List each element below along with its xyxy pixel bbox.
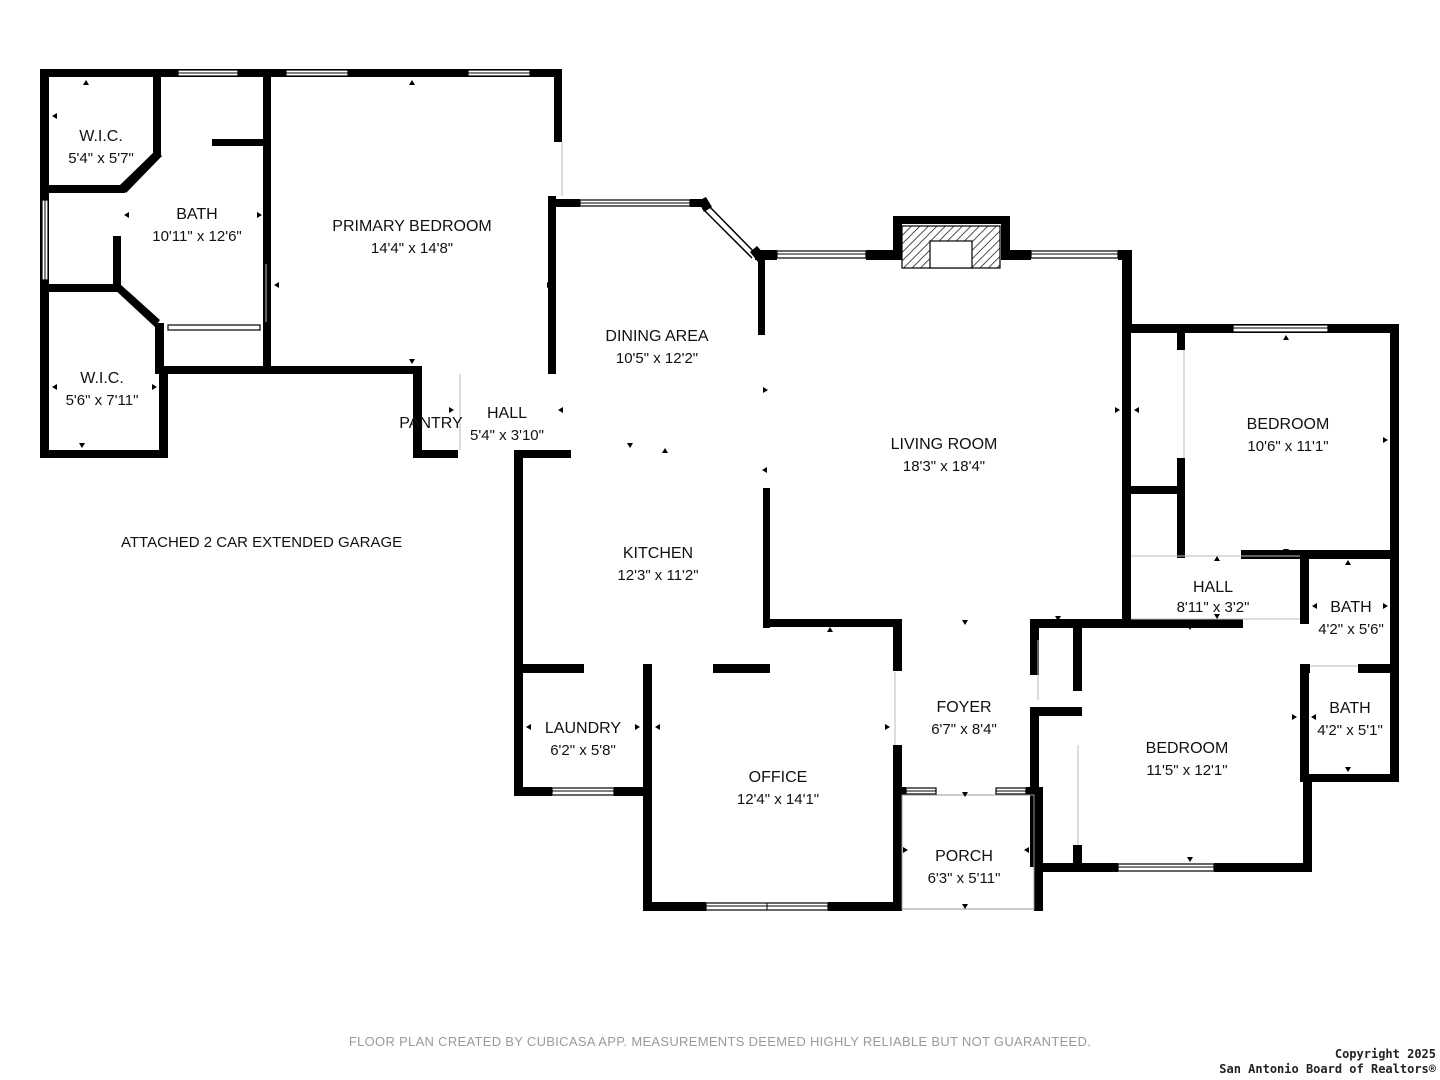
angled-walls (113, 150, 765, 327)
living-dim: 18'3" x 18'4" (903, 458, 985, 475)
wic-1-name: W.I.C. (79, 128, 123, 145)
foyer-name: FOYER (936, 699, 991, 716)
hall-1-dim: 5'4" x 3'10" (470, 427, 544, 444)
bath-1-dim: 4'2" x 5'6" (1318, 621, 1384, 638)
windows (41, 69, 1329, 911)
primary-bedroom-dim: 14'4" x 14'8" (371, 240, 453, 257)
bedroom-2-name: BEDROOM (1146, 740, 1229, 757)
bath-1-name: BATH (1330, 599, 1371, 616)
wic-2-dim: 5'6" x 7'11" (66, 392, 139, 409)
fireplace (901, 225, 1001, 269)
room-labels: W.I.C. 5'4" x 5'7" BATH 10'11" x 12'6" P… (66, 128, 1384, 887)
foyer-dim: 6'7" x 8'4" (931, 721, 997, 738)
bath-2-name: BATH (1329, 700, 1370, 717)
laundry-dim: 6'2" x 5'8" (550, 742, 616, 759)
bath-2-dim: 4'2" x 5'1" (1317, 722, 1383, 739)
kitchen-name: KITCHEN (623, 545, 693, 562)
dining-name: DINING AREA (605, 328, 708, 345)
kitchen-dim: 12'3" x 11'2" (617, 567, 698, 584)
living-name: LIVING ROOM (891, 436, 998, 453)
dimension-ticks (52, 80, 1388, 909)
hall-1-name: HALL (487, 405, 527, 422)
bedroom-2-dim: 11'5" x 12'1" (1146, 762, 1227, 779)
hall-2-name: HALL (1193, 579, 1233, 596)
office-name: OFFICE (749, 769, 808, 786)
laundry-name: LAUNDRY (545, 720, 622, 737)
porch-dim: 6'3" x 5'11" (928, 870, 1001, 887)
garage-label: ATTACHED 2 CAR EXTENDED GARAGE (121, 534, 402, 551)
primary-bedroom-name: PRIMARY BEDROOM (332, 218, 491, 235)
bedroom-1-dim: 10'6" x 11'1" (1247, 438, 1328, 455)
bedroom-1-name: BEDROOM (1247, 416, 1330, 433)
bath-primary-name: BATH (176, 206, 217, 223)
pantry-name: PANTRY (399, 415, 463, 432)
copyright-line-1: Copyright 2025 (1334, 1047, 1436, 1061)
footer-disclaimer: FLOOR PLAN CREATED BY CUBICASA APP. MEAS… (348, 1034, 1092, 1049)
office-dim: 12'4" x 14'1" (737, 791, 819, 808)
copyright-line-2: San Antonio Board of Realtors® (1219, 1062, 1436, 1076)
thin-lines (265, 142, 1358, 910)
walls (40, 69, 1399, 911)
wic-2-name: W.I.C. (80, 370, 124, 387)
porch-name: PORCH (935, 848, 993, 865)
dining-dim: 10'5" x 12'2" (616, 350, 698, 367)
wic-1-dim: 5'4" x 5'7" (68, 150, 134, 167)
bath-primary-dim: 10'11" x 12'6" (152, 228, 242, 245)
hall-2-dim: 8'11" x 3'2" (1177, 599, 1250, 616)
copyright-block: Copyright 2025 San Antonio Board of Real… (1219, 1047, 1436, 1077)
